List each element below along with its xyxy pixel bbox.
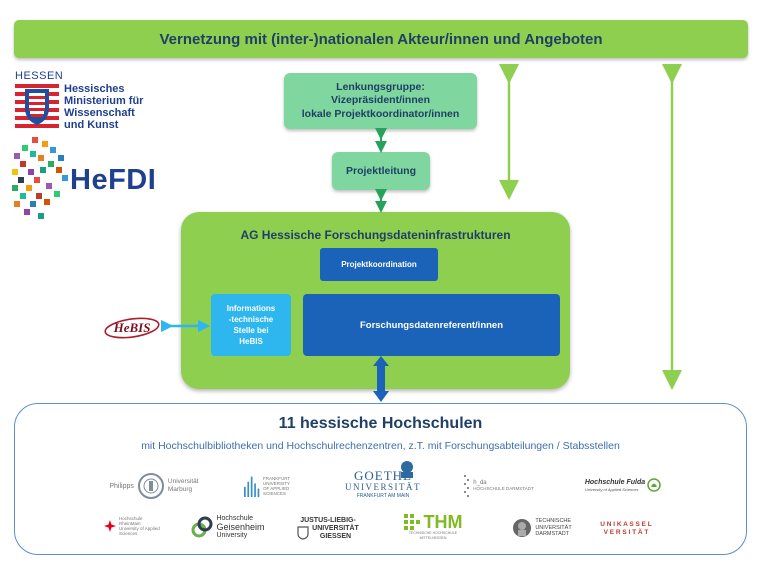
tu-darmstadt-line-1: TECHNISCHE <box>535 518 572 525</box>
steering-group-line-3: lokale Projektkoordinator/innen <box>301 107 460 120</box>
rheinmain-line-1: Hochschule RheinMain <box>118 516 143 526</box>
marburg-left-text: Philipps <box>109 482 134 490</box>
project-coordination-label: Projektkoordination <box>341 260 417 269</box>
geisenheim-line-2: Geisenheim <box>216 521 265 532</box>
frankfurt-uas-logo: FRANKFURT UNIVERSITY OF APPLIED SCIENCES <box>244 470 306 502</box>
hda-dots-icon <box>464 475 470 497</box>
universities-subtitle: mit Hochschulbibliotheken und Hochschulr… <box>141 440 620 452</box>
tu-darmstadt-line-3: DARMSTADT <box>535 531 570 538</box>
hda-title: h_da <box>473 480 487 486</box>
kassel-logo: U N I K A S S E L V E R S I T Ä T <box>588 518 664 540</box>
giessen-shield-icon <box>297 526 309 540</box>
it-office-line-1: Informations <box>226 304 276 313</box>
ag-to-universities-head-down <box>373 391 389 402</box>
it-office-box: Informations -technische Stelle bei HeBI… <box>211 294 291 356</box>
network-banner-label: Vernetzung mit (inter-)nationalen Akteur… <box>159 30 603 48</box>
network-banner: Vernetzung mit (inter-)nationalen Akteur… <box>14 20 748 58</box>
frankfurt-uas-line-2: UNIVERSITY <box>263 481 291 486</box>
project-lead-label: Projektleitung <box>345 165 416 177</box>
thm-logo: THM TECHNISCHE HOCHSCHULE MITTELHESSEN <box>396 512 470 542</box>
fulda-logo: Hochschule Fulda University of Applied S… <box>582 474 664 496</box>
marburg-seal-icon <box>137 473 164 499</box>
rheinmain-logo: Hochschule RheinMain University of Appli… <box>104 512 164 540</box>
hessen-crest-icon <box>15 84 59 129</box>
geisenheim-line-1: Hochschule <box>216 514 254 522</box>
marburg-right-line-1: Universität <box>167 478 199 485</box>
geisenheim-logo: Hochschule Geisenheim University <box>190 512 266 542</box>
hefdi-pixel-mark-icon <box>12 137 68 219</box>
goethe-line-3: FRANKFURT AM MAIN <box>356 493 410 499</box>
ministry-name: Hessisches Ministerium für Wissenschaft … <box>64 83 144 131</box>
project-lead-box: Projektleitung <box>332 152 430 190</box>
hebis-logo-icon: HeBIS <box>104 317 160 339</box>
research-data-officers-label: Forschungsdatenreferent/innen <box>359 319 504 331</box>
fulda-leaf-icon <box>647 478 661 492</box>
goethe-line-1: GOETHE <box>354 468 412 483</box>
giessen-line-3: GIESSEN <box>319 533 352 540</box>
giessen-line-2: UNIVERSITÄT <box>312 525 359 532</box>
thm-wordmark: THM <box>423 512 463 532</box>
goethe-portrait-icon <box>401 461 413 478</box>
working-group-title: AG Hessische Forschungsdateninfrastruktu… <box>240 228 511 242</box>
marburg-logo: Philipps Universität Marburg <box>104 468 204 504</box>
rheinmain-line-2: University of Applied Sciences <box>118 526 160 536</box>
hda-logo: h_da HOCHSCHULE DARMSTADT <box>462 472 536 500</box>
tu-darmstadt-athena-icon <box>513 519 532 537</box>
it-office-line-4: HeBIS <box>239 337 263 346</box>
fulda-line-2: University of Applied Sciences <box>584 486 639 492</box>
goethe-university-logo: GOETHE UNIVERSITÄT FRANKFURT AM MAIN <box>344 460 422 502</box>
hessen-wordmark: HESSEN <box>15 70 64 82</box>
project-coordination-box: Projektkoordination <box>320 248 438 281</box>
frankfurt-uas-line-1: FRANKFURT <box>263 476 291 481</box>
hda-subtitle: HOCHSCHULE DARMSTADT <box>473 486 534 491</box>
kassel-line-1: U N I K A S S E L <box>600 521 652 528</box>
frankfurt-uas-line-3: OF APPLIED SCIENCES <box>263 486 290 496</box>
geisenheim-line-3: University <box>216 531 248 539</box>
frankfurt-uas-bars-icon <box>244 476 260 498</box>
research-data-officers-box: Forschungsdatenreferent/innen <box>303 294 560 356</box>
geisenheim-circles-icon <box>191 516 213 538</box>
it-office-line-2: -technische <box>228 315 274 324</box>
thm-subtitle: TECHNISCHE HOCHSCHULE MITTELHESSEN <box>408 531 458 540</box>
universities-container <box>14 403 747 555</box>
universities-title: 11 hessische Hochschulen <box>278 415 483 432</box>
giessen-line-1: JUSTUS-LIEBIG- <box>300 517 356 524</box>
hefdi-wordmark: HeFDI <box>70 164 157 196</box>
it-office-line-3: Stelle bei <box>233 326 269 335</box>
rheinmain-star-icon <box>104 520 116 532</box>
tu-darmstadt-line-2: UNIVERSITÄT <box>535 524 572 531</box>
fulda-line-1: Hochschule Fulda <box>584 478 646 486</box>
steering-group-line-1: Lenkungsgruppe: <box>336 80 425 93</box>
steering-group-box: Lenkungsgruppe: Vizepräsident/innen loka… <box>284 73 477 129</box>
kassel-line-2: V E R S I T Ä T <box>603 529 649 536</box>
hebis-logo-text: HeBIS <box>113 320 151 335</box>
marburg-right-line-2: Marburg <box>167 486 193 493</box>
tu-darmstadt-logo: TECHNISCHE UNIVERSITÄT DARMSTADT <box>508 514 576 542</box>
goethe-line-2: UNIVERSITÄT <box>345 482 421 492</box>
steering-group-line-2: Vizepräsident/innen <box>331 94 430 107</box>
giessen-logo: JUSTUS-LIEBIG- UNIVERSITÄT GIESSEN <box>290 512 366 546</box>
thm-grid-icon <box>403 514 420 530</box>
